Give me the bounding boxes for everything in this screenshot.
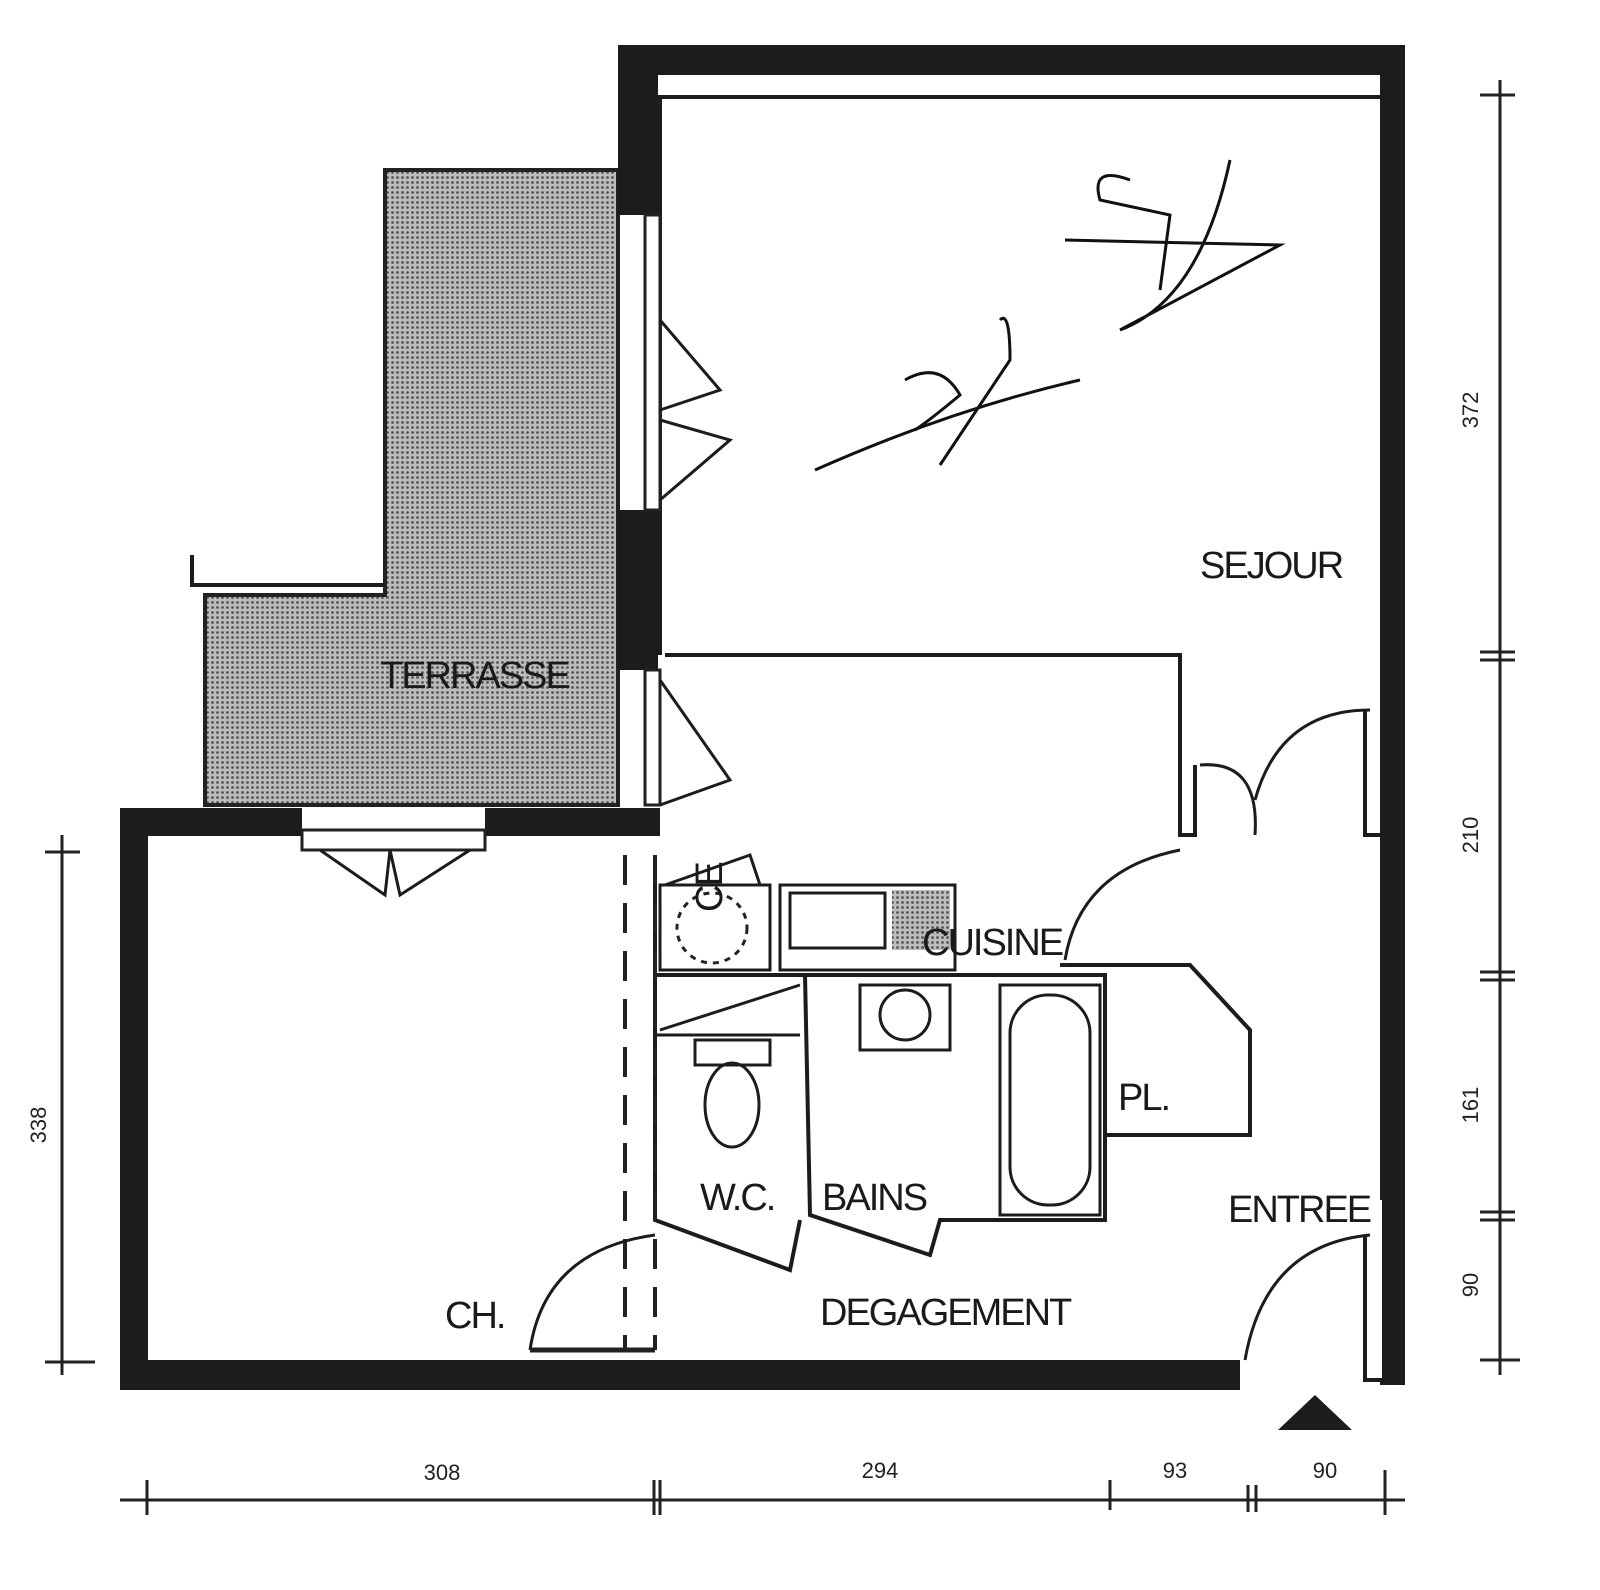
toilet bbox=[693, 1038, 772, 1067]
washbasin bbox=[858, 983, 952, 1052]
kitchen-sink bbox=[778, 883, 957, 972]
water-heater bbox=[658, 883, 772, 972]
fixtures bbox=[658, 853, 1102, 1217]
dimension-bottom-1: 308 bbox=[424, 1460, 461, 1485]
room-label-degagement: DEGAGEMENT bbox=[820, 1292, 1072, 1334]
signature bbox=[814, 159, 1286, 472]
terrace-windows bbox=[300, 213, 734, 898]
bathtub bbox=[998, 983, 1102, 1217]
dimension-bottom-2: 294 bbox=[862, 1458, 899, 1483]
dimension-lines bbox=[45, 80, 1520, 1515]
room-label-wc: W.C. bbox=[700, 1177, 774, 1219]
room-label-placard: PL. bbox=[1118, 1077, 1169, 1119]
exterior-walls bbox=[120, 45, 1405, 1390]
dimension-bottom-3: 93 bbox=[1163, 1458, 1187, 1483]
room-label-bains: BAINS bbox=[822, 1177, 927, 1219]
room-label-cuisine: CUISINE bbox=[922, 922, 1063, 964]
dimension-right-2: 210 bbox=[1458, 817, 1483, 854]
room-label-terrasse: TERRASSE bbox=[380, 655, 569, 697]
room-label-sejour: SEJOUR bbox=[1200, 545, 1343, 587]
dimension-bottom-4: 90 bbox=[1313, 1458, 1337, 1483]
dimension-left-1: 338 bbox=[26, 1107, 51, 1144]
dimension-right-1: 372 bbox=[1458, 392, 1483, 429]
room-label-chambre: CH. bbox=[445, 1295, 504, 1337]
dimension-right-4: 90 bbox=[1458, 1273, 1483, 1297]
room-label-ce: CE bbox=[689, 863, 731, 912]
dimension-right-3: 161 bbox=[1458, 1087, 1483, 1124]
terrace bbox=[190, 168, 620, 807]
entry-arrow-icon bbox=[1278, 1395, 1352, 1430]
interior-walls bbox=[528, 653, 1385, 1382]
room-label-entree: ENTREE bbox=[1228, 1189, 1371, 1231]
